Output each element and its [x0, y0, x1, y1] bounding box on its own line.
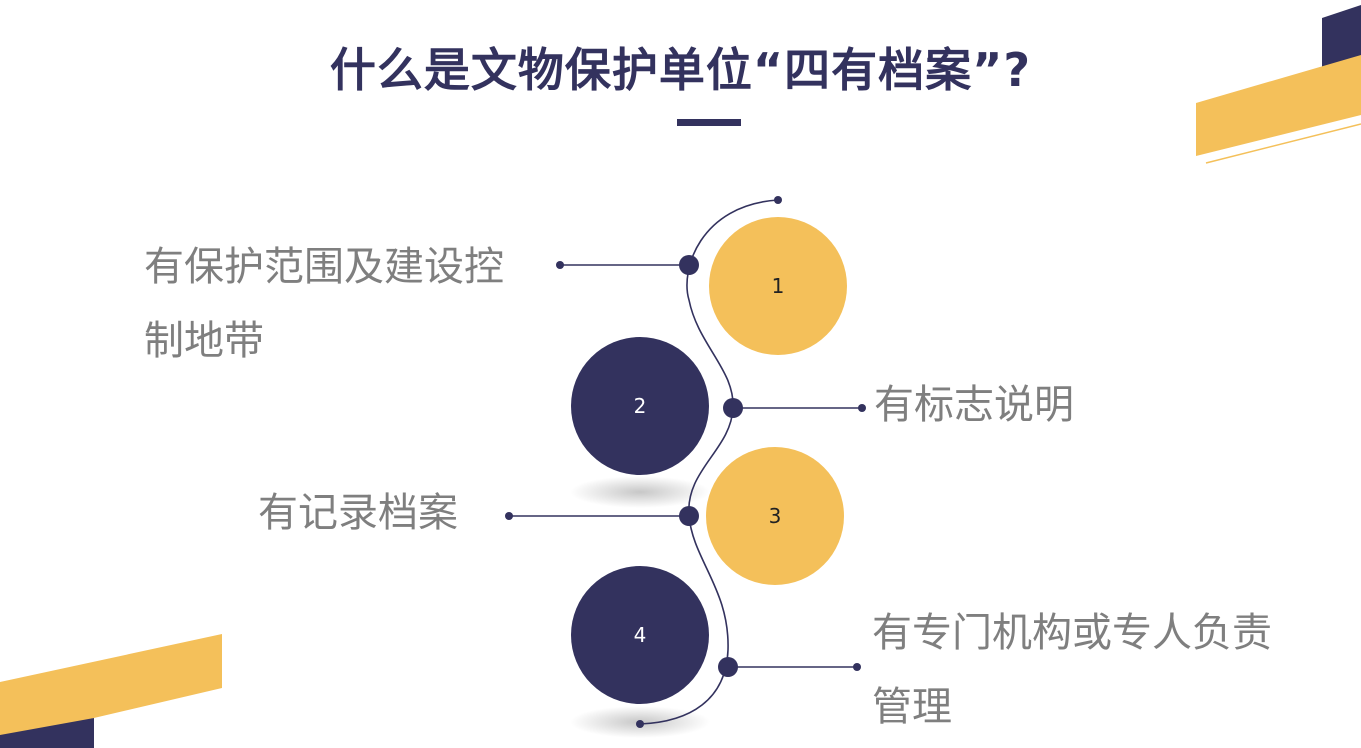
- leader-end-dot-2: [858, 404, 866, 412]
- node-dot-4: [718, 657, 738, 677]
- circle-2: [571, 337, 709, 475]
- circle-4: [571, 566, 709, 704]
- item-4-line-2: 管理: [872, 684, 952, 730]
- title-underline: [677, 119, 741, 126]
- circle-number-4: 4: [633, 623, 647, 647]
- connector-end-dot-top: [774, 196, 782, 204]
- item-text-1: 有保护范围及建设控 制地带: [144, 230, 534, 378]
- circle-number-3: 3: [768, 504, 782, 528]
- leader-end-dot-1: [556, 261, 564, 269]
- node-dot-2: [723, 398, 743, 418]
- shadow-circle-2: [570, 476, 710, 508]
- node-dot-1: [679, 255, 699, 275]
- decor-navy-top-right: [1322, 5, 1361, 70]
- decor-thin-line-top-right: [1205, 123, 1361, 164]
- circle-1: [709, 217, 847, 355]
- leader-end-dot-4: [853, 663, 861, 671]
- item-text-2: 有标志说明: [874, 368, 1174, 442]
- decor-yellow-band-top-right: [1196, 55, 1361, 156]
- item-text-4: 有专门机构或专人负责 管理: [872, 596, 1302, 744]
- page-title: 什么是文物保护单位“四有档案”?: [329, 43, 1032, 97]
- decor-navy-bottom-left: [0, 718, 94, 748]
- circle-3: [706, 447, 844, 585]
- connector-end-dot-bottom: [636, 720, 644, 728]
- circle-number-1: 1: [771, 274, 785, 298]
- item-text-3: 有记录档案: [258, 476, 518, 550]
- circle-number-2: 2: [633, 394, 647, 418]
- item-4-line-1: 有专门机构或专人负责: [872, 610, 1272, 656]
- leader-end-dot-3: [505, 512, 513, 520]
- item-1-line-2: 制地带: [144, 318, 264, 364]
- item-3-line-1: 有记录档案: [258, 490, 458, 536]
- decor-yellow-band-bottom-left: [0, 634, 222, 740]
- node-dot-3: [679, 506, 699, 526]
- item-2-line-1: 有标志说明: [874, 382, 1074, 428]
- item-1-line-1: 有保护范围及建设控: [144, 244, 504, 290]
